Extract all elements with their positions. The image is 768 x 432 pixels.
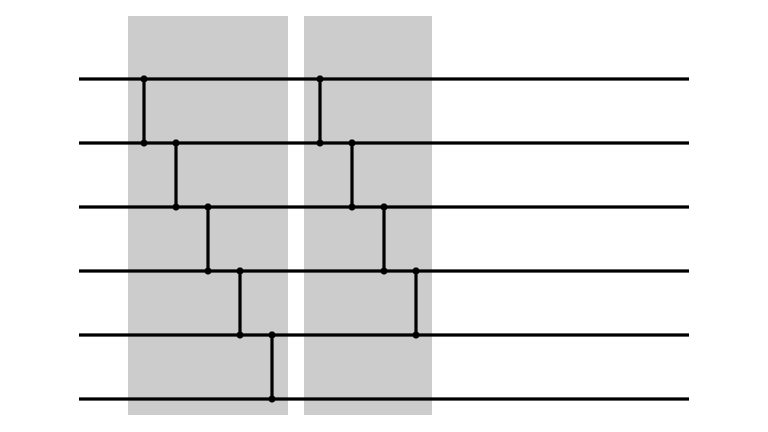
comparator-s1-2 [172, 139, 180, 211]
comparator-bottom-node [380, 267, 388, 275]
comparator-top-node [348, 139, 356, 147]
comparator-s1-1 [140, 75, 148, 147]
comparator-s1-3 [204, 203, 212, 275]
comparator-top-node [412, 267, 420, 275]
comparator-bottom-node [412, 331, 420, 339]
comparator-top-node [172, 139, 180, 147]
comparator-top-node [268, 331, 276, 339]
comparators [140, 75, 420, 403]
stage-2-background [304, 16, 432, 415]
comparator-top-node [316, 75, 324, 83]
comparator-bottom-node [172, 203, 180, 211]
stage-backgrounds [128, 16, 432, 415]
comparator-bottom-node [140, 139, 148, 147]
comparator-s2-2 [348, 139, 356, 211]
comparator-bottom-node [268, 395, 276, 403]
comparator-bottom-node [316, 139, 324, 147]
comparator-s2-1 [316, 75, 324, 147]
comparator-bottom-node [348, 203, 356, 211]
comparator-s1-5 [268, 331, 276, 403]
comparator-top-node [140, 75, 148, 83]
comparator-s1-4 [236, 267, 244, 339]
comparator-bottom-node [204, 267, 212, 275]
comparator-top-node [204, 203, 212, 211]
comparator-s2-3 [380, 203, 388, 275]
comparator-bottom-node [236, 331, 244, 339]
comparator-top-node [380, 203, 388, 211]
comparator-top-node [236, 267, 244, 275]
comparator-s2-4 [412, 267, 420, 339]
